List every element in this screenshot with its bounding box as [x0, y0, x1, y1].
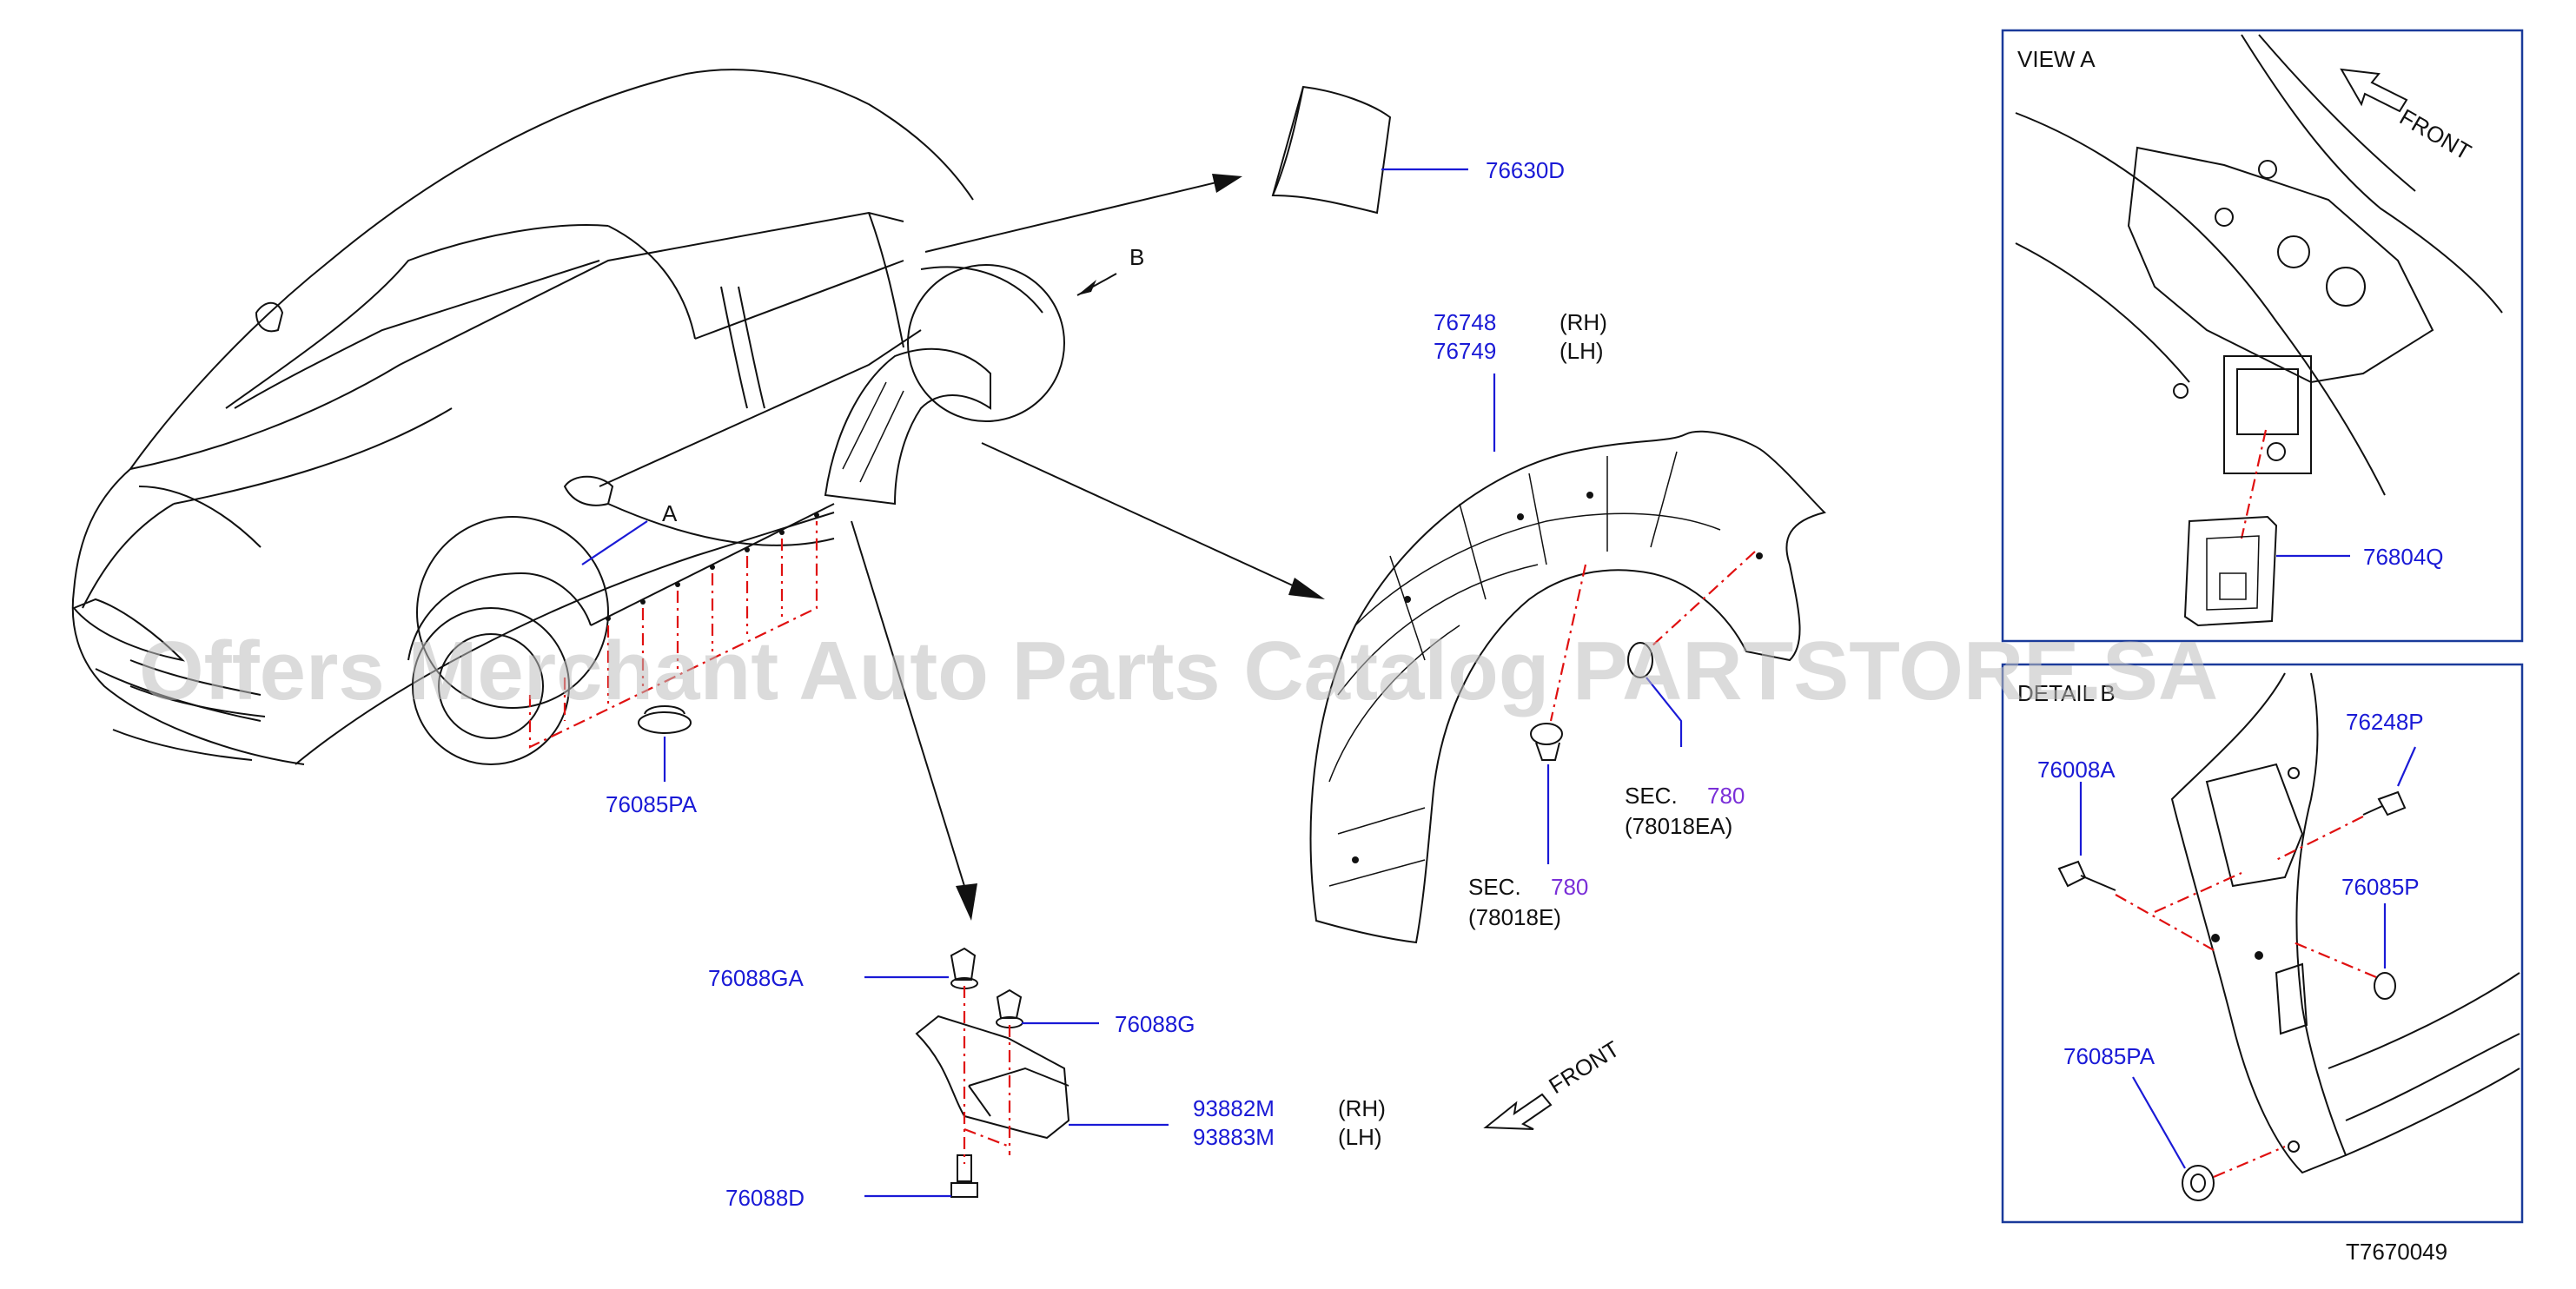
view-a-front-label: FRONT — [2395, 103, 2476, 165]
detail-b-title: DETAIL B — [2017, 680, 2116, 706]
part-76749-side: (LH) — [1560, 338, 1604, 364]
detail-b-part-76008a: 76008A — [2037, 757, 2116, 783]
detail-b-part-76085p: 76085P — [2341, 874, 2420, 900]
bolt-76008a — [2057, 860, 2116, 891]
part-76085pa-label: 76085PA — [606, 791, 698, 817]
part-76748-side: (RH) — [1560, 309, 1607, 335]
fender-liner-76748 — [1309, 430, 1826, 944]
front-label: FRONT — [1544, 1035, 1624, 1099]
view-a-title: VIEW A — [2017, 46, 2096, 72]
view-a-body-panel — [2015, 34, 2503, 496]
front-arrow-icon — [1483, 1093, 1553, 1130]
part-93882m-side: (RH) — [1338, 1095, 1386, 1121]
bolt-76248p — [2362, 790, 2407, 816]
part-93883m-side: (LH) — [1338, 1124, 1382, 1150]
clip-76804q — [2183, 515, 2278, 627]
detail-b-part-76248p: 76248P — [2346, 709, 2424, 735]
view-a-panel — [2001, 29, 2524, 643]
rocker-clips — [606, 512, 819, 621]
part-93882m-label: 93882M — [1193, 1095, 1275, 1121]
sec1-label: SEC. — [1625, 783, 1678, 809]
part-76630d-label: 76630D — [1486, 157, 1565, 183]
sec2-number: 780 — [1551, 874, 1588, 900]
clip-76088ga — [950, 947, 978, 989]
car-illustration — [71, 69, 1065, 765]
diagram-id: T7670049 — [2346, 1239, 2447, 1265]
part-76748-label: 76748 — [1434, 309, 1496, 335]
clip-78018ea — [1627, 642, 1653, 678]
clip-76088g — [996, 988, 1023, 1028]
sec1-ref: (78018EA) — [1625, 813, 1732, 839]
detail-b-part-76085pa: 76085PA — [2063, 1043, 2155, 1069]
detail-b-body-panel — [2170, 672, 2520, 1174]
detail-b-panel — [2001, 663, 2524, 1224]
view-a-front-arrow-icon — [2340, 68, 2408, 113]
part-76088ga-label: 76088GA — [708, 965, 805, 991]
sec2-label: SEC. — [1468, 874, 1521, 900]
bracket-93882m — [915, 1015, 1070, 1140]
part-76749-label: 76749 — [1434, 338, 1496, 364]
part-93883m-label: 93883M — [1193, 1124, 1275, 1150]
part-76088d-label: 76088D — [725, 1185, 805, 1211]
cover-76630d — [1271, 85, 1392, 215]
clip-76085pa — [638, 705, 692, 734]
sec1-number: 780 — [1707, 783, 1745, 809]
part-76088g-label: 76088G — [1115, 1011, 1195, 1037]
watermark-text: Offers Merchant Auto Parts Catalog PARTS… — [139, 625, 2218, 717]
clip-76085pa-detail — [2182, 1165, 2215, 1201]
bolt-76088d — [950, 1154, 978, 1198]
part-76804q-label: 76804Q — [2363, 544, 2444, 570]
sec2-ref: (78018E) — [1468, 904, 1561, 930]
callout-b-label: B — [1129, 244, 1144, 270]
callout-a-label: A — [662, 500, 678, 526]
clip-76085p — [2374, 972, 2396, 1000]
clip-78018e — [1530, 723, 1563, 761]
